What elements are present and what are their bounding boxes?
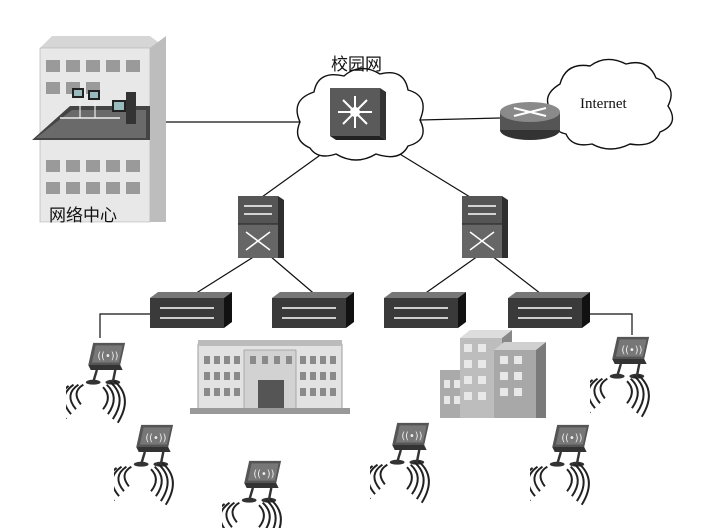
wireless-ap-4 [370, 421, 431, 504]
office-tower [440, 330, 546, 418]
wireless-ap-2 [114, 423, 175, 506]
network-center-label: 网络中心 [49, 206, 117, 226]
wireless-ap-5 [530, 423, 591, 506]
internet-router [500, 58, 674, 150]
campus-core-switch [296, 67, 424, 161]
access-switch-3 [384, 292, 466, 328]
wireless-ap-6 [590, 335, 651, 418]
access-switch-4 [508, 292, 590, 328]
access-switch-2 [272, 292, 354, 328]
internet-label: Internet [580, 96, 627, 112]
campus-network-label: 校园网 [331, 55, 382, 75]
network-center-building [32, 36, 166, 223]
wireless-ap-1 [66, 341, 127, 424]
classical-building [190, 340, 350, 414]
distribution-switch-right [462, 196, 508, 258]
links [99, 117, 633, 338]
server-icon [60, 88, 136, 124]
access-switch-1 [150, 292, 232, 328]
wireless-ap-3 [222, 459, 283, 528]
distribution-switch-left [238, 196, 284, 258]
